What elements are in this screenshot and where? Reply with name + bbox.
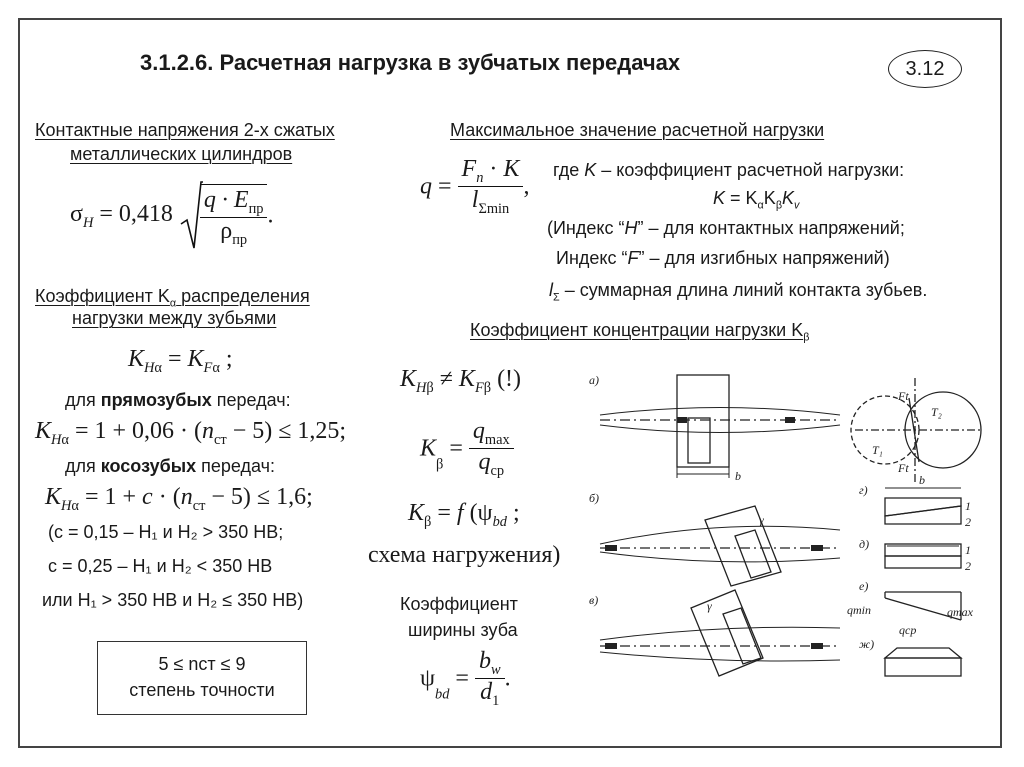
kalpha-straight-formula: KHα = 1 + 0,06 · (nст − 5) ≤ 1,25;	[35, 418, 347, 448]
index-h-text: (Индекс “H” – для контактных напряжений;	[547, 218, 905, 238]
dim-b-g: b	[919, 473, 925, 487]
index-f-text: Индекс “F” – для изгибных напряжений)	[556, 248, 890, 268]
label-b: б)	[589, 491, 599, 505]
scheme-g	[884, 487, 962, 525]
qmax-label: qmax	[947, 605, 974, 619]
helical-gears-label: для косозубых передач:	[65, 456, 275, 476]
max-load-formula: q = Fn · K lΣmin ,	[420, 156, 530, 218]
ft-label-bottom: Ft	[897, 461, 909, 475]
qmin-label: qmin	[847, 603, 871, 617]
kbeta-function-formula: Kβ = f (ψbd ;	[408, 500, 520, 530]
straight-gears-label: для прямозубых передач:	[65, 390, 291, 410]
label-a: а)	[589, 373, 599, 387]
max-load-heading: Максимальное значение расчетной нагрузки	[450, 120, 825, 140]
contact-heading-line1: Контактные напряжения 2-х сжатых	[35, 120, 335, 140]
loading-scheme-text: схема нагружения)	[368, 542, 561, 568]
where-k-text: где K – коэффициент расчетной нагрузки:	[553, 160, 905, 180]
kbeta-inequality: KHβ ≠ KFβ (!)	[400, 366, 522, 396]
k-product-formula: K = KαKβKv	[713, 188, 800, 212]
label-g: г)	[859, 483, 868, 497]
kalpha-helical-formula: KHα = 1 + c · (nст − 5) ≤ 1,6;	[45, 484, 313, 514]
condition-line-3: или H₁ > 350 HB и H₂ ≤ 350 HB)	[42, 590, 304, 610]
kbeta-ratio-formula: Kβ = qmax qср	[420, 418, 514, 480]
t2-label: T₂	[931, 405, 942, 419]
scheme-zh	[883, 647, 963, 677]
sqrt-sign	[180, 181, 203, 249]
label-e: е)	[859, 579, 868, 593]
scheme-v	[599, 589, 841, 677]
accuracy-caption: степень точности	[129, 680, 275, 700]
l-sigma-text: lΣ – суммарная длина линий контакта зубь…	[549, 280, 928, 304]
gear-mesh-diagram	[850, 378, 982, 482]
label-d: д)	[859, 537, 869, 551]
slide-frame	[18, 18, 1002, 748]
label-zh: ж)	[859, 637, 874, 651]
t1-label: T₁	[872, 443, 883, 457]
page-title: 3.1.2.6. Расчетная нагрузка в зубчатых п…	[140, 50, 681, 75]
gamma-b: γ	[759, 513, 764, 527]
scheme-e	[884, 591, 962, 621]
gamma-v: γ	[707, 599, 712, 613]
contact-heading-line2: металлических цилиндров	[70, 144, 293, 164]
layer-2-d: 2	[965, 559, 971, 573]
scheme-d	[884, 543, 962, 569]
kalpha-heading-line1: Коэффициент Kα распределения	[35, 286, 310, 310]
slide-number-badge: 3.12	[888, 50, 962, 88]
layer-1-d: 1	[965, 543, 971, 557]
layer-2-g: 2	[965, 515, 971, 529]
scheme-a	[599, 374, 841, 478]
qcp-label: qср	[899, 623, 916, 637]
kbeta-heading: Коэффициент концентрации нагрузки Kβ	[470, 320, 810, 344]
accuracy-range: 5 ≤ nст ≤ 9	[158, 654, 246, 674]
label-v: в)	[589, 593, 598, 607]
width-coef-line1: Коэффициент	[400, 594, 518, 614]
condition-line-1: (c = 0,15 – H₁ и H₂ > 350 HB;	[48, 522, 284, 542]
kalpha-equality: KHα = KFα ;	[128, 346, 233, 376]
condition-line-2: c = 0,25 – H₁ и H₂ < 350 HB	[48, 556, 273, 576]
psi-bd-formula: ψbd = bw d1 .	[420, 648, 511, 710]
width-coef-line2: ширины зуба	[408, 620, 518, 640]
layer-1-g: 1	[965, 499, 971, 513]
accuracy-degree-box: 5 ≤ nст ≤ 9 степень точности	[97, 641, 307, 715]
kalpha-heading-line2: нагрузки между зубьями	[72, 308, 277, 328]
scheme-b	[599, 505, 841, 587]
dim-b-a: b	[735, 469, 741, 483]
load-distribution-figure: а) б) в) г) д) е) ж) b b γ γ Ft Ft T₁ T₂…	[589, 373, 982, 677]
contact-stress-formula: σH = 0,418 q · Eпр ρпр .	[70, 180, 273, 260]
ft-label-top: Ft	[897, 389, 909, 403]
